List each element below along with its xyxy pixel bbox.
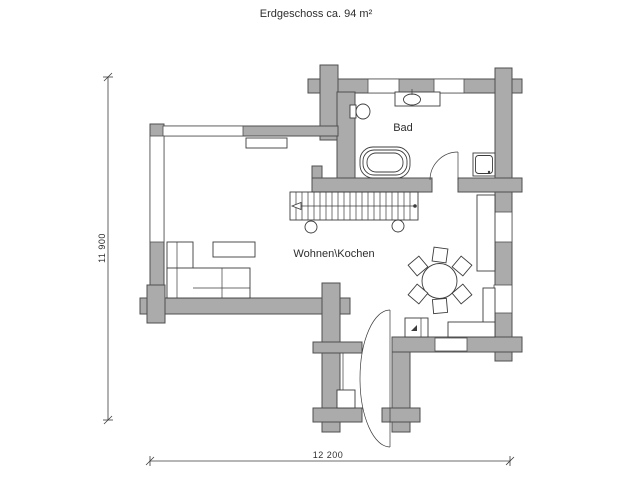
chair-icon (407, 255, 429, 277)
appliance-icon (404, 317, 429, 338)
wall-segment (307, 78, 523, 94)
shower-tray-icon (472, 152, 496, 177)
stair-post (304, 220, 318, 234)
window-symbol (433, 78, 465, 94)
windows (149, 78, 513, 352)
toilet-icon (349, 103, 371, 120)
kitchen-counter-icon (476, 194, 496, 272)
bath-door-swing (429, 151, 459, 181)
dimension-horizontal: 12 200 (145, 450, 515, 466)
sofa-icon (166, 241, 251, 299)
page-title: Erdgeschoss ca. 94 m² (260, 8, 373, 20)
wall-segment (139, 297, 351, 315)
chair-icon (451, 255, 473, 277)
window-symbol (149, 135, 165, 243)
wall-segment (311, 177, 433, 193)
room-label-bad: Bad (393, 122, 413, 134)
chair-icon (431, 246, 449, 264)
wall-segment (312, 407, 363, 423)
wall-segment (311, 165, 323, 179)
kitchen-corner-counter-icon (447, 287, 496, 338)
wall-segment (457, 177, 523, 193)
chair-icon (407, 283, 429, 305)
living-furniture (166, 137, 496, 338)
dimension-height-label: 11 900 (97, 233, 107, 263)
chair-icon (451, 283, 473, 305)
washbasin-icon (394, 89, 441, 107)
entrance-area (336, 309, 391, 448)
bathroom-fixtures (349, 89, 496, 181)
wall-segment (146, 284, 166, 324)
window-symbol (493, 211, 513, 243)
dimension-width-label: 12 200 (313, 450, 344, 460)
window-symbol (162, 125, 244, 137)
shelf-icon (245, 137, 288, 149)
stair-walkline-end (413, 204, 417, 208)
wall-segment (381, 407, 421, 423)
dining-table-icon (421, 263, 458, 299)
window-symbol (493, 284, 513, 314)
coffee-table-icon (212, 241, 256, 258)
window-symbol (434, 337, 468, 352)
stair-direction-arrow (290, 201, 302, 211)
wall-segment (312, 341, 363, 354)
chair-icon (431, 297, 449, 315)
dimension-vertical: 11 900 (97, 72, 113, 425)
bathtub-icon (359, 146, 411, 179)
stair-post (391, 219, 405, 233)
stairs (289, 191, 419, 234)
wall-segment (321, 282, 341, 433)
room-label-wohnen-kochen: Wohnen\Kochen (293, 248, 374, 260)
dining-chairs (407, 246, 473, 315)
entrance-door-swing (359, 309, 391, 448)
window-symbol (367, 78, 400, 94)
porch-box (336, 389, 356, 409)
